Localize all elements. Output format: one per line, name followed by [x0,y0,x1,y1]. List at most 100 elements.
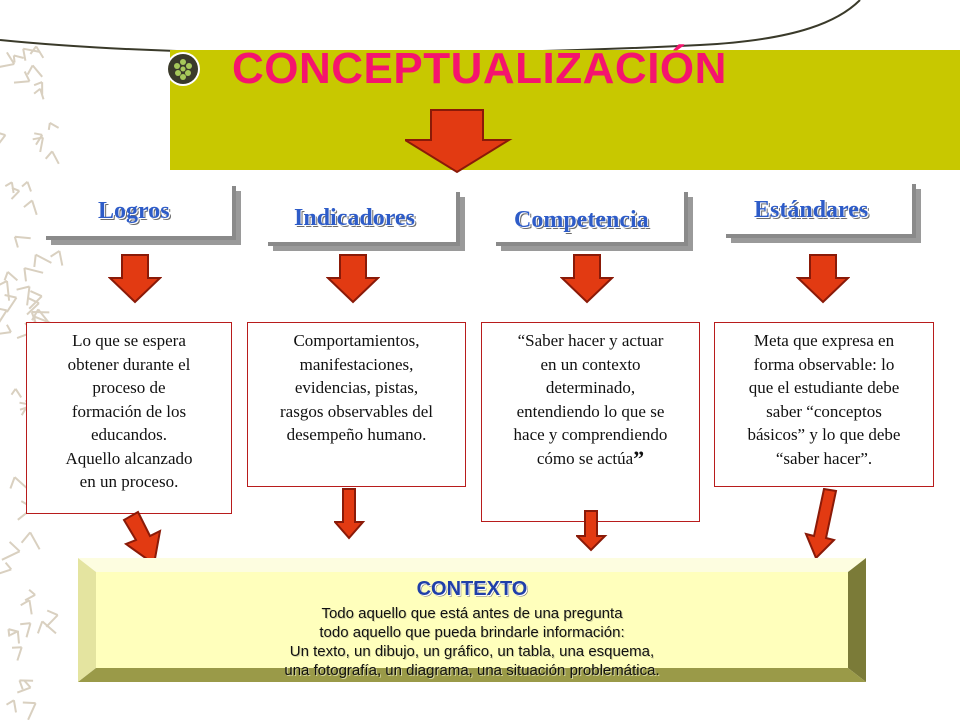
box-indicadores: Comportamientos, manifestaciones, eviden… [247,322,466,487]
pattern-mark [16,285,31,306]
arrow-indicadores-context [334,488,366,540]
box-competencia-text: cómo se actúa [536,448,634,468]
box-logros-line: proceso de [92,378,166,397]
box-logros-line: obtener durante el [67,354,191,374]
box-competencia-line: hace y comprendiendo [513,425,668,444]
pattern-mark [28,290,43,310]
box-logros-line: en un proceso. [79,472,179,491]
context-line: todo aquello que pueda brindarle informa… [319,624,625,641]
pattern-mark [0,324,12,335]
arrow-estandares [796,254,850,304]
pattern-mark [22,701,37,720]
box-logros-line: educandos. [90,425,167,444]
tab-competencia-label: Competencia [514,207,649,233]
box-competencia-line-last: cómo se actúa” [488,445,693,471]
pattern-mark [18,679,34,690]
pattern-mark [34,132,44,146]
box-estandares-line: Meta que expresa en [753,331,895,350]
pattern-mark [24,588,36,602]
pattern-mark [36,620,57,635]
box-indicadores-line: desempeño humano. [286,425,427,444]
pattern-mark [21,181,32,192]
pattern-mark [33,253,52,268]
pattern-mark [1,541,21,561]
pattern-mark [0,561,13,575]
title-down-arrow [405,109,513,174]
box-estandares-line: forma observable: lo [753,354,895,374]
tab-logros [46,186,236,240]
pattern-mark [5,699,17,713]
context-title: CONTEXTO [416,578,528,600]
pattern-mark [0,280,11,301]
title-band [170,50,960,170]
box-estandares-line: básicos” y lo que debe [747,425,901,444]
context-line: Un texto, un dibujo, un gráfico, un tabl… [289,643,655,660]
pattern-mark [50,250,64,266]
context-line: una fotografía, un diagrama, una situaci… [284,662,660,679]
pattern-mark [11,646,23,661]
arrow-logros [108,254,162,304]
context-panel: CONTEXTO Todo aquello que está antes de … [78,558,866,682]
box-indicadores-line: evidencias, pistas, [294,378,419,397]
arrow-logros-context [122,510,162,566]
pattern-mark [0,307,8,323]
pattern-mark [20,599,33,615]
pattern-mark [32,136,44,153]
tab-competencia [496,192,688,246]
page-title: CONCEPTUALIZACIÓN [232,44,727,93]
pattern-mark [22,47,41,61]
pattern-mark [3,271,19,282]
box-logros: Lo que se espera obtener durante el proc… [26,322,232,514]
box-competencia: “Saber hacer y actuar en un contexto det… [481,322,700,522]
closing-quote: ” [633,445,645,471]
box-estandares-line: saber “conceptos [766,401,882,421]
pattern-mark [47,122,60,131]
arrow-competencia-context [576,510,608,552]
box-estandares-line: “saber hacer”. [775,448,873,468]
pattern-mark [10,186,21,200]
box-indicadores-line: manifestaciones, [299,354,414,374]
pattern-mark [13,235,31,248]
pattern-mark [16,679,32,694]
pattern-mark [45,609,59,628]
pattern-mark [26,297,40,316]
arrow-competencia [560,254,614,304]
tab-logros-label: Logros [98,198,170,224]
pattern-mark [0,51,16,68]
box-logros-line: Lo que se espera [72,331,186,350]
pattern-mark [12,54,24,63]
context-body: CONTEXTO Todo aquello que está antes de … [96,572,848,679]
pattern-mark [26,64,43,78]
pattern-mark [7,628,20,637]
pattern-mark [10,388,23,398]
pattern-mark [9,630,20,644]
pattern-mark [0,132,7,144]
box-competencia-line: “Saber hacer y actuar [517,331,664,350]
box-indicadores-line: rasgos observables del [280,401,433,421]
box-competencia-line: en un contexto [540,354,641,374]
pattern-mark [44,150,60,165]
pattern-mark [13,71,31,84]
arrow-estandares-context [804,488,838,560]
box-logros-line: formación de los [71,401,187,421]
box-competencia-line: entendiendo lo que se [516,401,665,421]
tab-estandares-label: Estándares [754,197,869,223]
context-line: Todo aquello que está antes de una pregu… [321,605,623,622]
pattern-mark [4,294,18,313]
box-logros-line: Aquello alcanzado [65,448,193,468]
box-competencia-line: determinado, [545,378,636,397]
tab-indicadores-label: Indicadores [294,205,415,231]
pattern-mark [23,199,38,216]
box-indicadores-line: Comportamientos, [293,331,420,350]
tab-estandares [726,184,916,238]
pattern-mark [33,87,45,100]
bullet-icon [168,54,198,84]
context-bevel [78,558,866,682]
box-estandares: Meta que expresa en forma observable: lo… [714,322,934,487]
pattern-mark [20,622,32,638]
pattern-mark [23,267,44,282]
tab-indicadores [268,192,460,246]
pattern-mark [9,476,29,490]
box-estandares-line: que el estudiante debe [748,378,900,397]
